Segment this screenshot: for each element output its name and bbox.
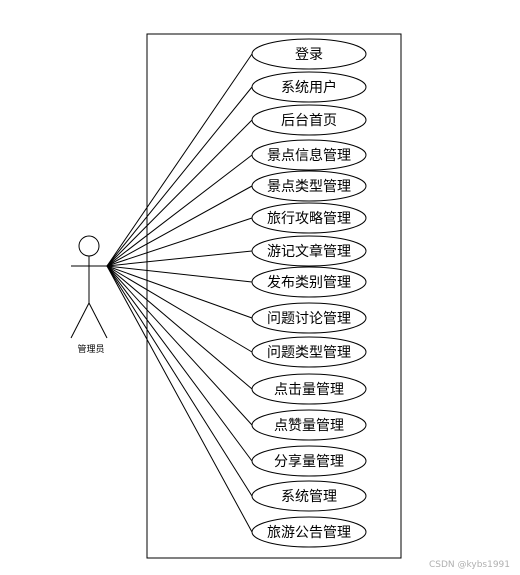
use-case-3-label: 后台首页 bbox=[281, 113, 337, 129]
use-case-4: 景点信息管理 bbox=[251, 139, 367, 171]
use-case-4-ellipse bbox=[251, 139, 367, 171]
use-case-6: 旅行攻略管理 bbox=[251, 202, 367, 234]
use-case-13-ellipse bbox=[251, 445, 367, 477]
use-case-1: 登录 bbox=[251, 38, 367, 70]
use-case-2: 系统用户 bbox=[251, 71, 367, 103]
use-case-2-ellipse bbox=[251, 71, 367, 103]
use-case-list: 登录系统用户后台首页景点信息管理景点类型管理旅行攻略管理游记文章管理发布类别管理… bbox=[251, 38, 367, 548]
association-line-5 bbox=[106, 185, 253, 267]
use-case-2-label: 系统用户 bbox=[281, 79, 337, 96]
use-case-8-ellipse bbox=[251, 266, 367, 298]
use-case-12: 点赞量管理 bbox=[251, 409, 367, 441]
association-line-12 bbox=[106, 265, 253, 426]
association-line-9 bbox=[106, 265, 253, 319]
use-case-10: 问题类型管理 bbox=[251, 336, 367, 368]
actor-label: 管理员 bbox=[77, 343, 104, 355]
use-case-14-label: 系统管理 bbox=[281, 489, 337, 505]
use-case-5: 景点类型管理 bbox=[251, 170, 367, 202]
use-case-5-label: 景点类型管理 bbox=[267, 179, 351, 195]
use-case-11-ellipse bbox=[251, 373, 367, 405]
use-case-9-ellipse bbox=[251, 302, 367, 334]
use-case-7: 游记文章管理 bbox=[251, 235, 367, 267]
association-line-3 bbox=[106, 119, 253, 267]
association-line-11 bbox=[106, 265, 253, 390]
use-case-12-ellipse bbox=[251, 409, 367, 441]
use-case-8-label: 发布类别管理 bbox=[267, 275, 351, 291]
use-case-3-ellipse bbox=[251, 104, 367, 136]
use-case-3: 后台首页 bbox=[251, 104, 367, 136]
association-lines bbox=[106, 53, 253, 533]
use-case-14-ellipse bbox=[251, 480, 367, 512]
actor-left-leg bbox=[70, 302, 90, 339]
use-case-7-ellipse bbox=[251, 235, 367, 267]
use-case-12-label: 点赞量管理 bbox=[274, 418, 344, 434]
use-case-15-ellipse bbox=[251, 516, 367, 548]
use-case-10-ellipse bbox=[251, 336, 367, 368]
use-case-6-label: 旅行攻略管理 bbox=[267, 211, 351, 227]
use-case-1-label: 登录 bbox=[295, 47, 323, 63]
use-case-15: 旅游公告管理 bbox=[251, 516, 367, 548]
use-case-6-ellipse bbox=[251, 202, 367, 234]
association-line-13 bbox=[106, 265, 253, 462]
association-line-15 bbox=[106, 265, 253, 533]
use-case-9: 问题讨论管理 bbox=[251, 302, 367, 334]
use-case-15-label: 旅游公告管理 bbox=[267, 525, 351, 541]
use-case-14: 系统管理 bbox=[251, 480, 367, 512]
association-line-6 bbox=[106, 217, 253, 267]
association-line-10 bbox=[106, 265, 253, 353]
use-case-9-label: 问题讨论管理 bbox=[267, 311, 351, 327]
system-boundary bbox=[146, 33, 402, 559]
association-line-2 bbox=[106, 86, 253, 267]
use-case-7-label: 游记文章管理 bbox=[267, 243, 351, 260]
use-case-11: 点击量管理 bbox=[251, 373, 367, 405]
use-case-13-label: 分享量管理 bbox=[274, 453, 344, 470]
use-case-8: 发布类别管理 bbox=[251, 266, 367, 298]
use-case-1-ellipse bbox=[251, 38, 367, 70]
use-case-11-label: 点击量管理 bbox=[274, 382, 344, 398]
association-line-1 bbox=[106, 53, 253, 267]
use-case-4-label: 景点信息管理 bbox=[267, 147, 351, 164]
use-case-13: 分享量管理 bbox=[251, 445, 367, 477]
association-line-7 bbox=[106, 250, 253, 267]
association-line-8 bbox=[106, 265, 253, 283]
use-case-10-label: 问题类型管理 bbox=[267, 345, 351, 361]
use-case-5-ellipse bbox=[251, 170, 367, 202]
association-line-14 bbox=[106, 265, 253, 497]
association-line-4 bbox=[106, 154, 253, 267]
actor-right-leg bbox=[88, 302, 108, 339]
actor-admin: 管理员 bbox=[70, 235, 108, 355]
watermark: CSDN @kybs1991 bbox=[429, 560, 510, 570]
actor-head bbox=[78, 235, 100, 257]
